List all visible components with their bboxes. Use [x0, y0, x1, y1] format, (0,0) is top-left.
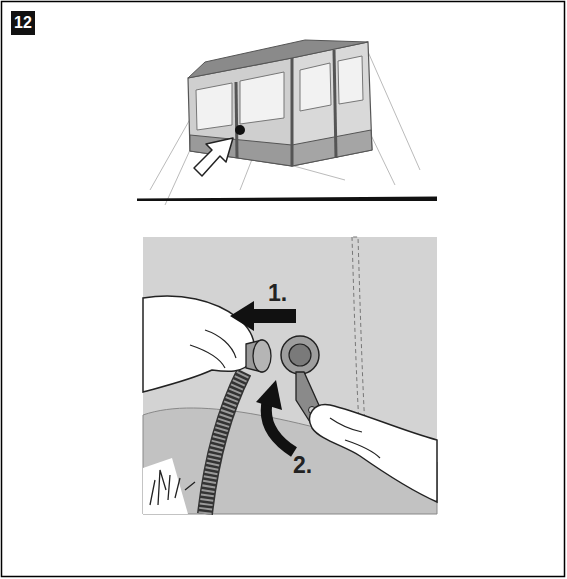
hose-ribs — [205, 372, 244, 514]
valve-closeup — [143, 237, 437, 514]
step-number-text: 12 — [14, 14, 32, 32]
valve-base — [281, 336, 319, 374]
awning-illustration — [150, 40, 420, 205]
lift-arrow-head — [256, 380, 282, 410]
grass — [150, 470, 195, 505]
valve-marker — [235, 125, 245, 135]
guy-line — [165, 150, 190, 205]
pointer-arrow — [194, 138, 233, 176]
fabric-background — [143, 237, 437, 514]
awning-skirt — [292, 130, 372, 166]
ground — [143, 458, 188, 514]
valve-opening — [289, 344, 311, 366]
finger-lines — [330, 418, 380, 458]
awning-side — [292, 42, 372, 166]
air-beam — [291, 58, 294, 166]
awning-window — [300, 63, 331, 111]
awning-window — [240, 72, 284, 124]
awning-window — [196, 83, 232, 130]
finger-lines — [190, 330, 236, 368]
step-callout: 1. — [268, 280, 287, 307]
step-number: 12 — [11, 11, 35, 35]
awning-window — [338, 56, 363, 104]
right-hand — [310, 405, 437, 502]
air-beam — [236, 82, 237, 158]
step-callout: 2. — [293, 452, 312, 479]
guy-line — [290, 165, 345, 180]
air-beam — [334, 50, 336, 158]
valve-cap-face — [253, 340, 271, 372]
left-hand — [143, 296, 254, 392]
divider-line — [137, 197, 437, 202]
guy-line — [365, 45, 420, 170]
inflation-hose — [205, 372, 244, 514]
